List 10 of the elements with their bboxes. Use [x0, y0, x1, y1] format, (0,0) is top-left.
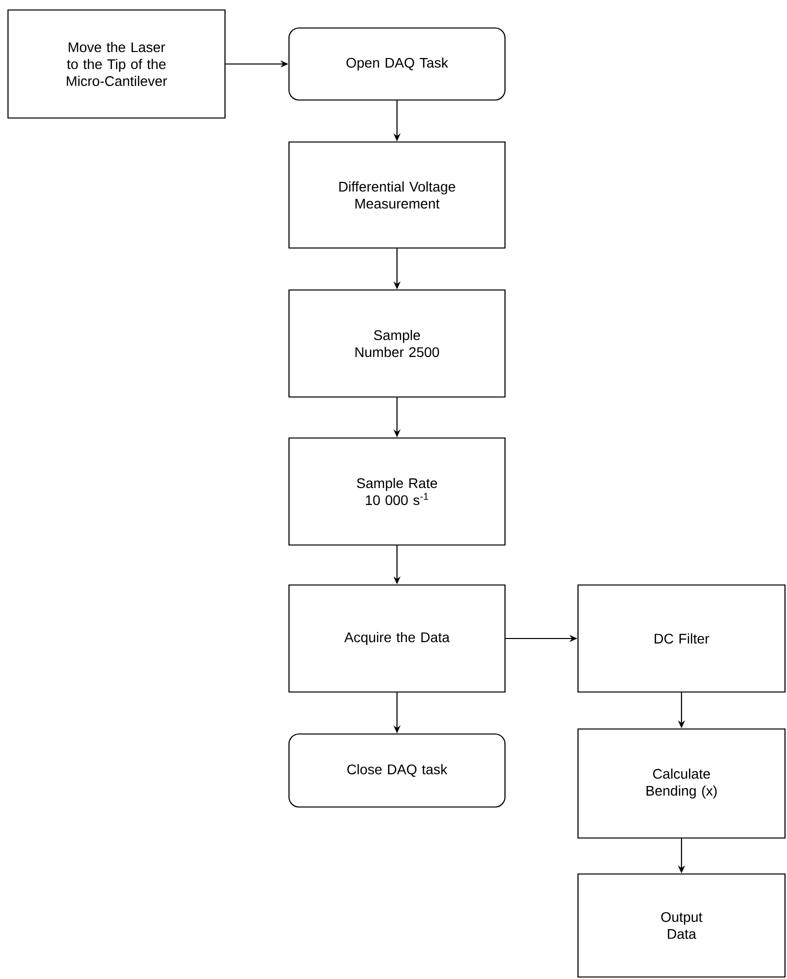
terminal-box: Open DAQ Task — [288, 27, 506, 101]
process-box: Acquire the Data — [288, 584, 506, 693]
process-box: Output Data — [577, 873, 786, 978]
terminal-box: Close DAQ task — [288, 733, 506, 808]
process-box: Differential Voltage Measurement — [288, 141, 506, 249]
process-box: Sample Number 2500 — [288, 289, 506, 398]
process-box: DC Filter — [577, 584, 786, 693]
process-box: Sample Rate 10 000 s$^{-1}$ — [288, 437, 506, 546]
process-box: Move the Laser to the Tip of the Micro-Cantilever — [7, 9, 226, 119]
process-box: Calculate Bending (x) — [577, 728, 786, 839]
